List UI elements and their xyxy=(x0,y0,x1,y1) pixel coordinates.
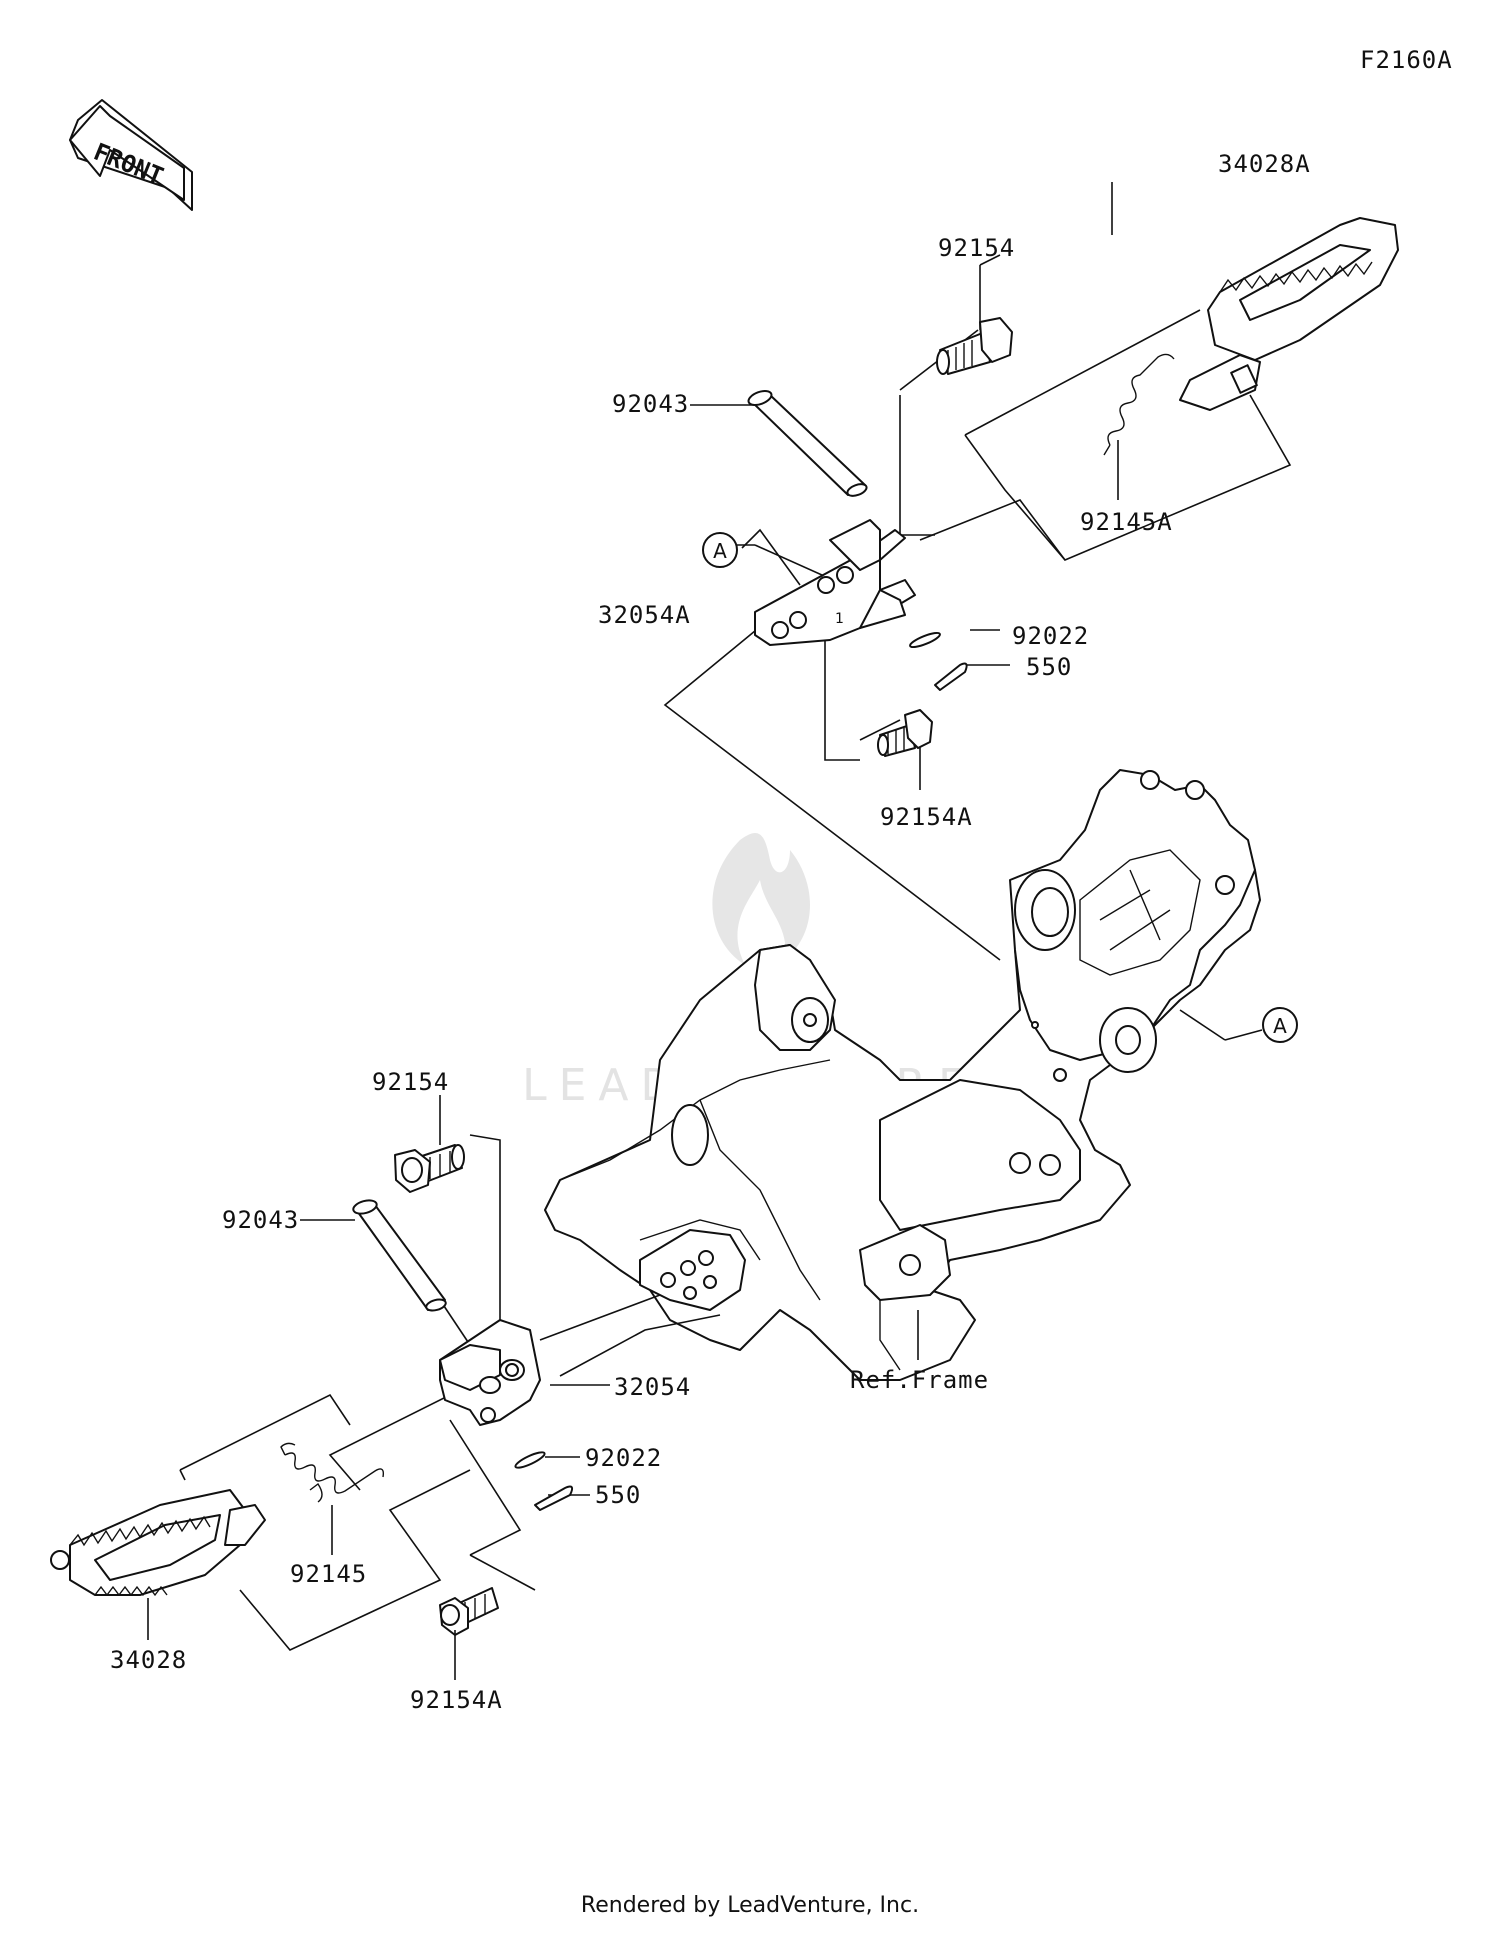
bracket-marker: 1 xyxy=(835,611,844,627)
upper-lower-bolt xyxy=(877,709,933,757)
upper-bolt-label: 92154 xyxy=(938,234,1015,262)
upper-footpeg-label: 34028A xyxy=(1218,150,1311,178)
lower-bolt-label: 92154 xyxy=(372,1068,449,1096)
upper-bracket: 1 xyxy=(754,519,916,646)
upper-washer-label: 92022 xyxy=(1012,622,1089,650)
upper-washer xyxy=(909,631,941,649)
footer-credit: Rendered by LeadVenture, Inc. xyxy=(580,1893,920,1918)
lower-spring-label: 92145 xyxy=(290,1560,367,1588)
lower-washer xyxy=(514,1451,546,1469)
upper-footpeg xyxy=(1179,217,1399,411)
lower-spring xyxy=(280,1442,385,1503)
lower-cotter-label: 550 xyxy=(595,1481,641,1509)
upper-cotter-pin xyxy=(934,662,968,691)
lower-footpeg-label: 34028 xyxy=(110,1646,187,1674)
upper-bolt xyxy=(936,317,1013,375)
frame-label: Ref.Frame xyxy=(850,1366,989,1394)
lower-pin xyxy=(352,1199,447,1312)
frame xyxy=(544,769,1261,1381)
lower-footpeg xyxy=(50,1489,266,1597)
front-arrow-icon: FRONT xyxy=(69,99,193,211)
ref-marker-upper: A xyxy=(702,532,738,568)
ref-marker-upper-label: A xyxy=(713,539,727,563)
upper-bracket-label: 32054A xyxy=(598,601,691,629)
lower-bracket-label: 32054 xyxy=(614,1373,691,1401)
figure-code: F2160A xyxy=(1360,46,1453,74)
lower-bolt xyxy=(394,1144,465,1193)
ref-marker-frame: A xyxy=(1179,1007,1298,1043)
lower-washer-label: 92022 xyxy=(585,1444,662,1472)
upper-cotter-label: 550 xyxy=(1026,653,1072,681)
upper-leader-lines xyxy=(663,182,1292,961)
upper-pin-label: 92043 xyxy=(612,390,689,418)
lower-bracket xyxy=(439,1319,541,1426)
lower-leader-lines xyxy=(179,1095,721,1651)
lower-pin-label: 92043 xyxy=(222,1206,299,1234)
lower-cotter-pin xyxy=(534,1485,574,1511)
upper-pin xyxy=(747,390,868,497)
upper-spring-label: 92145A xyxy=(1080,508,1173,536)
lower-lower-bolt-label: 92154A xyxy=(410,1686,503,1714)
upper-lower-bolt-label: 92154A xyxy=(880,803,973,831)
ref-marker-frame-label: A xyxy=(1273,1014,1287,1038)
upper-spring xyxy=(1103,353,1175,456)
lower-lower-bolt xyxy=(439,1587,499,1636)
